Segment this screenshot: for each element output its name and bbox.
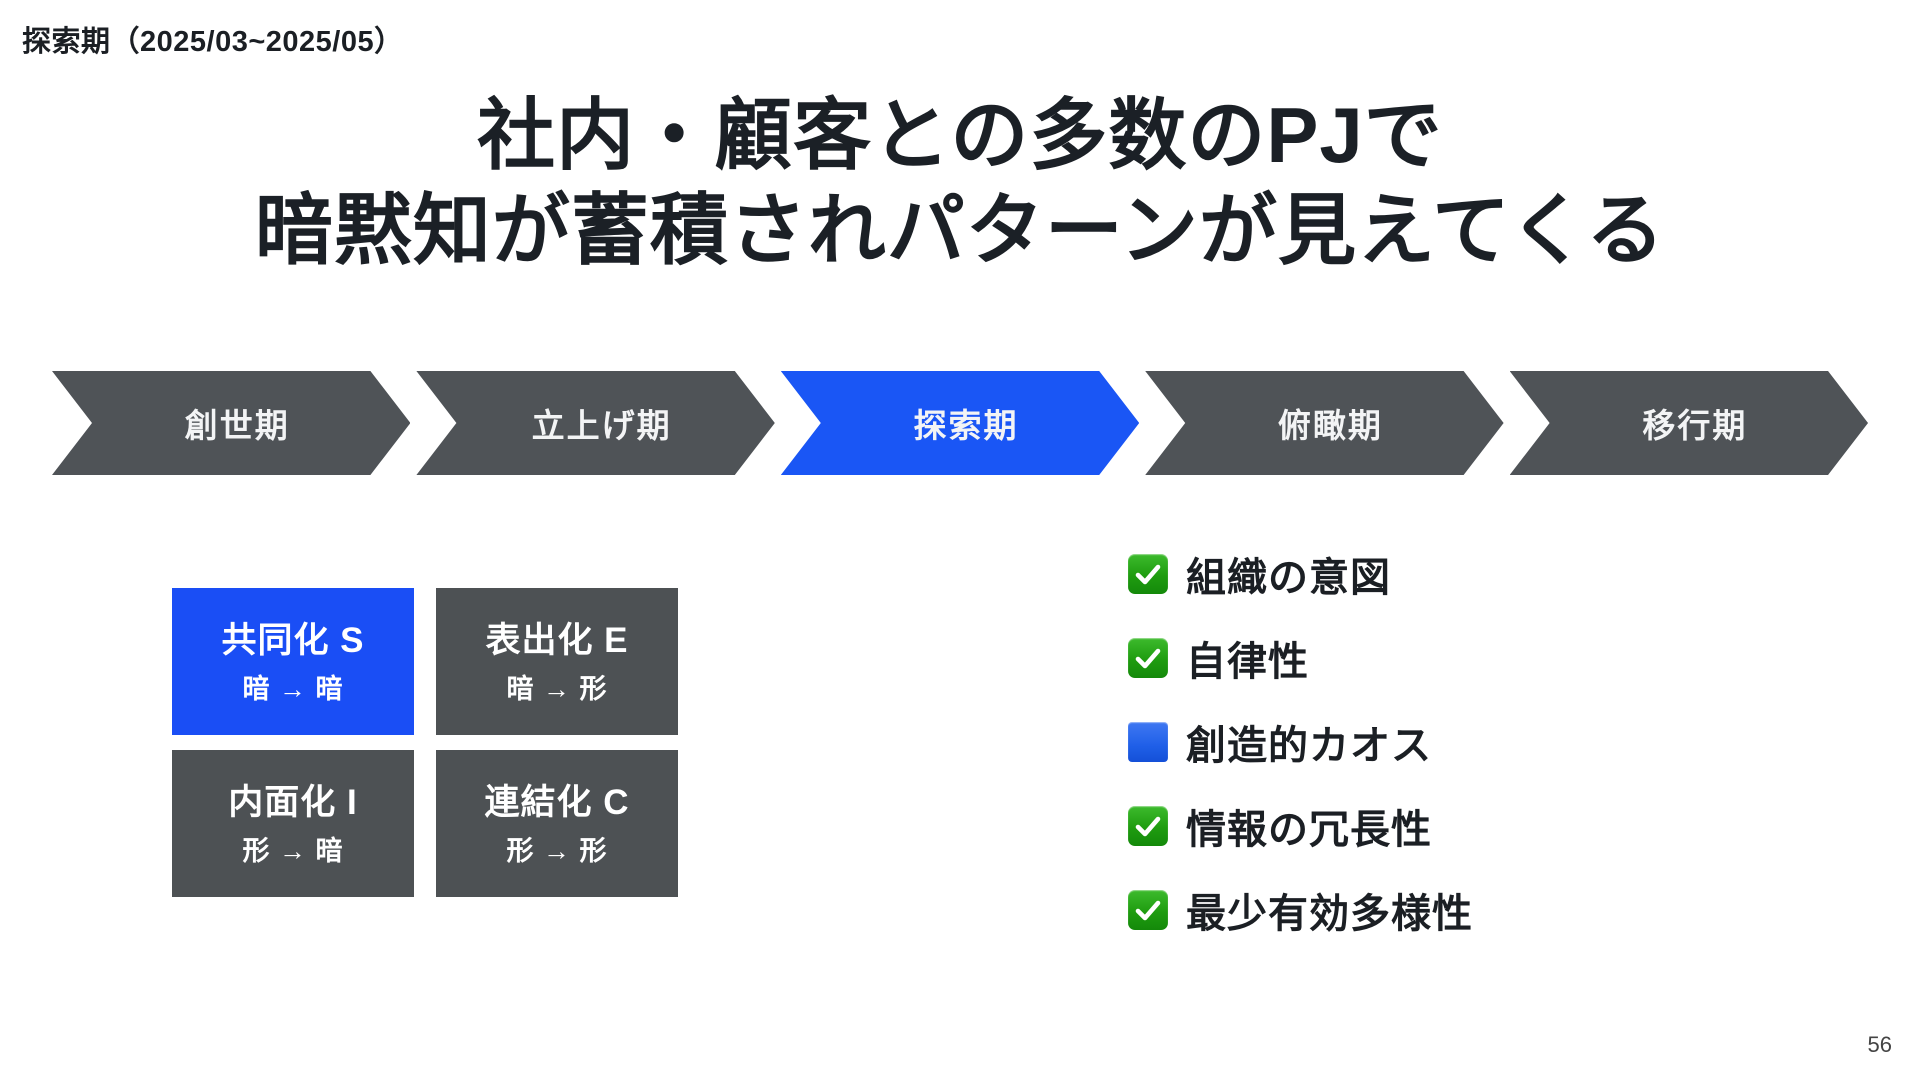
checklist-item[interactable]: 創造的カオス: [1128, 713, 1473, 771]
blue-square-icon: [1128, 722, 1168, 762]
checklist-item-label: 自律性: [1186, 640, 1309, 684]
seci-cell-internalization[interactable]: 内面化 I 形 → 暗: [172, 750, 414, 897]
phase-chevron-label: 立上げ期: [531, 407, 672, 444]
phase-chevron-label: 創世期: [184, 407, 290, 444]
seci-cell-subtitle: 暗 → 暗: [242, 674, 344, 705]
checklist-item-label: 創造的カオス: [1186, 724, 1432, 768]
checklist-item-label: 組織の意図: [1186, 556, 1391, 600]
phase-chevron-4[interactable]: 移行期: [1510, 371, 1868, 475]
seci-cell-combination[interactable]: 連結化 C 形 → 形: [436, 750, 678, 897]
seci-cell-title: 共同化 S: [221, 620, 365, 660]
seci-cell-title: 連結化 C: [484, 782, 630, 822]
phase-chevron-1[interactable]: 立上げ期: [416, 371, 774, 475]
page-title-line-2: 暗黙知が蓄積されパターンが見えてくる: [254, 186, 1666, 275]
seci-cell-subtitle: 形 → 暗: [242, 836, 344, 867]
phase-chevron-label: 俯瞰期: [1277, 407, 1383, 444]
checklist-item[interactable]: 情報の冗長性: [1128, 797, 1473, 855]
phase-period-eyebrow: 探索期（2025/03~2025/05）: [22, 26, 404, 58]
seci-cell-subtitle: 形 → 形: [506, 836, 608, 867]
phase-chevron-0[interactable]: 創世期: [52, 371, 410, 475]
seci-cell-subtitle: 暗 → 形: [506, 674, 608, 705]
checklist-item[interactable]: 自律性: [1128, 629, 1473, 687]
seci-cell-externalization[interactable]: 表出化 E 暗 → 形: [436, 588, 678, 735]
check-mark-button-icon: [1128, 554, 1168, 594]
seci-cell-socialization[interactable]: 共同化 S 暗 → 暗: [172, 588, 414, 735]
checklist-item[interactable]: 組織の意図: [1128, 545, 1473, 603]
phase-progress-bar: 創世期 立上げ期 探索期 俯瞰期 移行期: [52, 371, 1868, 475]
enabling-conditions-checklist: 組織の意図 自律性 創造的カオス 情報の冗長性 最少有効多様性: [1128, 545, 1473, 939]
phase-chevron-3[interactable]: 俯瞰期: [1145, 371, 1503, 475]
phase-chevron-label: 移行期: [1642, 407, 1748, 444]
checklist-item-label: 最少有効多様性: [1186, 892, 1473, 936]
seci-cell-title: 内面化 I: [228, 782, 358, 822]
check-mark-button-icon: [1128, 638, 1168, 678]
seci-cell-title: 表出化 E: [485, 620, 629, 660]
page-number: 56: [1867, 1032, 1892, 1057]
check-mark-button-icon: [1128, 806, 1168, 846]
page-title: 社内・顧客との多数のPJで 暗黙知が蓄積されパターンが見えてくる: [0, 88, 1920, 278]
phase-chevron-2-active[interactable]: 探索期: [781, 371, 1139, 475]
check-mark-button-icon: [1128, 890, 1168, 930]
page-title-line-1: 社内・顧客との多数のPJで: [477, 91, 1443, 179]
checklist-item-label: 情報の冗長性: [1186, 808, 1432, 852]
checklist-item[interactable]: 最少有効多様性: [1128, 881, 1473, 939]
phase-chevron-label: 探索期: [913, 407, 1019, 444]
seci-matrix: 共同化 S 暗 → 暗 表出化 E 暗 → 形 内面化 I 形 → 暗 連結化 …: [172, 588, 678, 897]
